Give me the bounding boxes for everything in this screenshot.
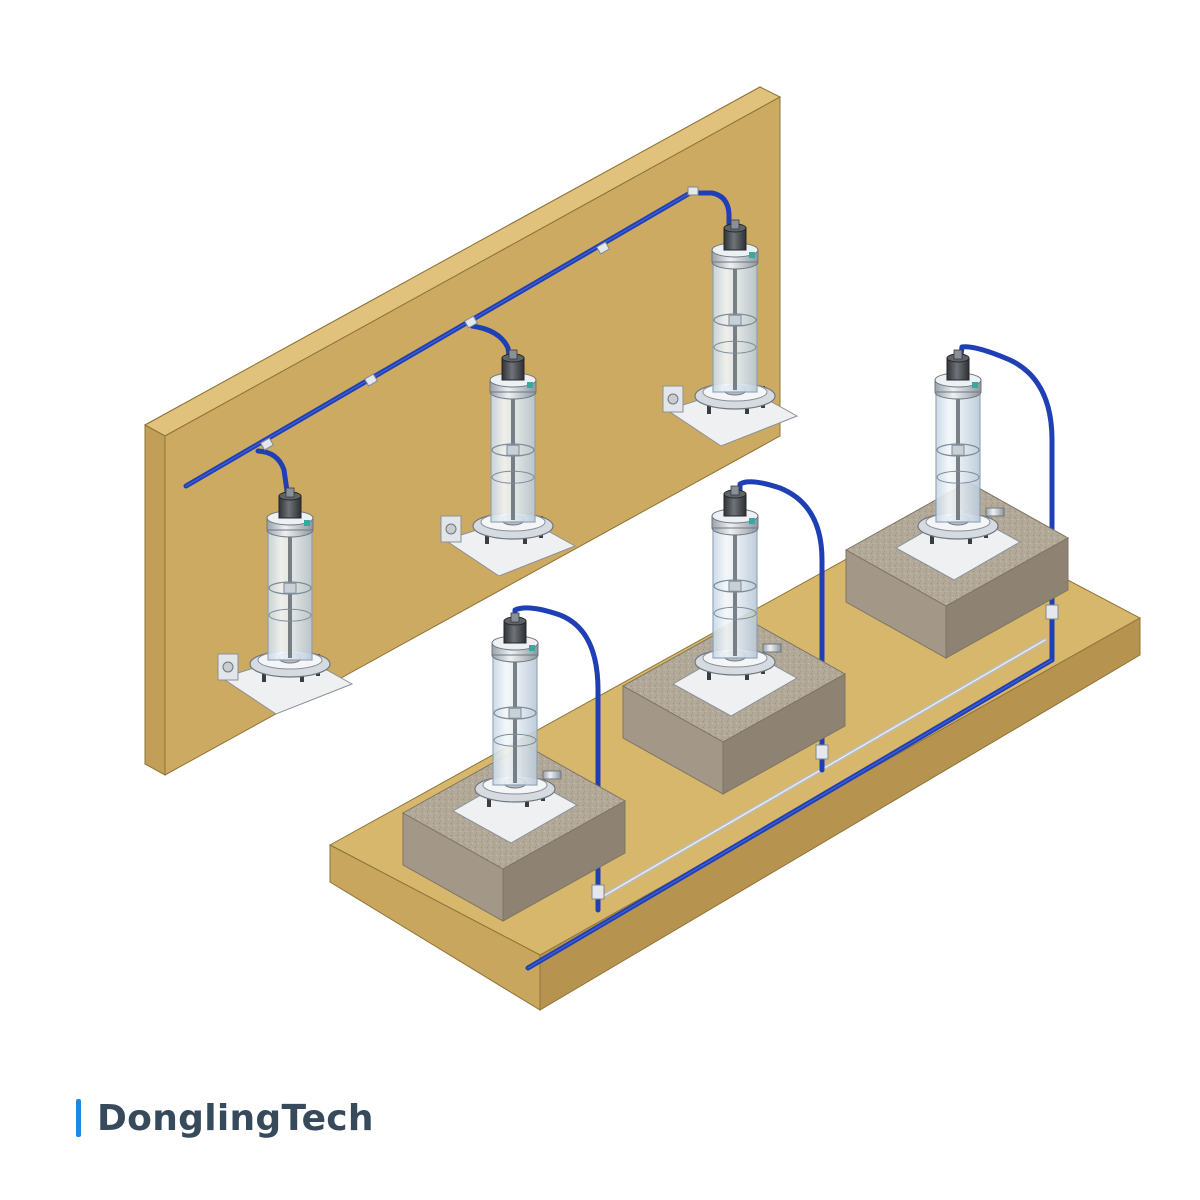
floor-riser-pipe-middle <box>737 479 825 773</box>
side-valve <box>762 643 782 653</box>
floor-riser-pipe-back <box>957 344 1055 623</box>
wall-pipe-fittings <box>260 186 699 451</box>
floor-riser-pipe-front <box>512 605 601 913</box>
glass-cylinder <box>935 389 981 523</box>
wall-board-left <box>144 424 166 776</box>
floor-pipe-network <box>512 344 1059 971</box>
brand-accent-bar <box>76 1099 81 1137</box>
wall-sensor-left <box>217 487 354 715</box>
glass-cylinder <box>267 527 313 661</box>
wall-branch-pipe-middle <box>469 323 513 365</box>
floor-sensor-middle <box>621 485 847 795</box>
glass-cylinder <box>712 259 758 393</box>
glass-cylinder <box>492 652 538 786</box>
floor-sensor-back <box>844 349 1070 659</box>
brand-logo: DonglingTech <box>76 1094 374 1142</box>
floor-sensor-front <box>401 612 627 922</box>
wall-sensor-middle <box>440 349 577 577</box>
wall-branch-pipe-left <box>255 448 291 501</box>
sensor-units <box>217 219 1070 922</box>
side-valve <box>542 770 562 780</box>
wall-sensor-right <box>662 219 799 447</box>
floor-pipe-fittings <box>591 604 1059 900</box>
wall-board-face <box>164 96 781 776</box>
wall-main-pipe <box>183 190 732 489</box>
side-valve <box>985 507 1005 517</box>
glass-cylinder <box>490 389 536 523</box>
glass-cylinder <box>712 525 758 659</box>
wall-pipe-network <box>183 186 732 501</box>
floor-board-side <box>539 617 1141 1011</box>
brand-name: DonglingTech <box>97 1097 374 1139</box>
